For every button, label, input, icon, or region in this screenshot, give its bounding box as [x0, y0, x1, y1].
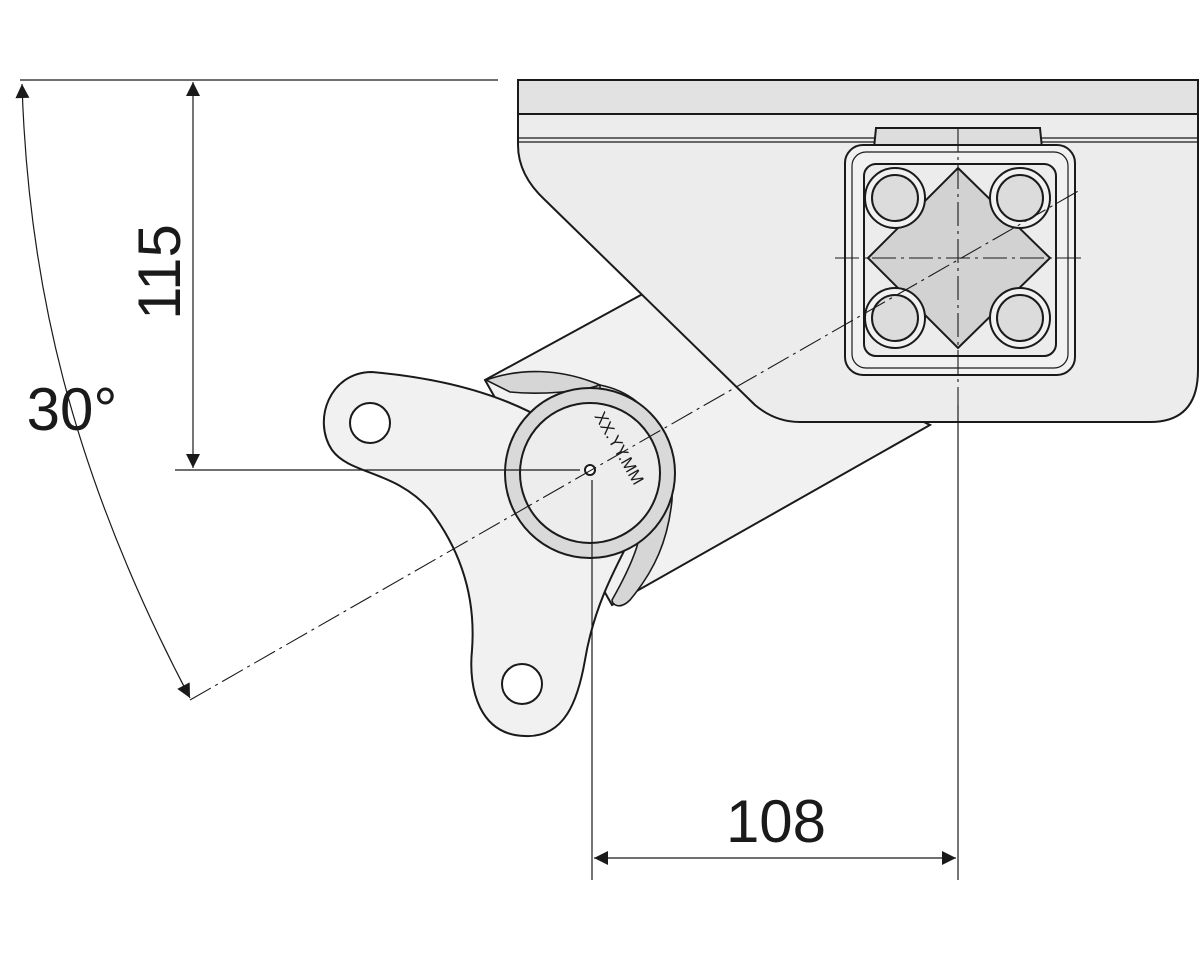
height-dimension: 115 — [126, 82, 200, 468]
mounting-hole-upper — [349, 402, 391, 444]
bearing-balls — [864, 167, 1051, 349]
width-dimension: 108 — [594, 788, 956, 865]
center-lines — [189, 128, 1085, 701]
square-socket — [844, 127, 1076, 376]
mounting-hole-lower — [501, 663, 543, 705]
round-pivot: XX.YY.MM — [504, 387, 676, 559]
extension-lines — [20, 79, 959, 880]
height-dimension-value: 115 — [126, 224, 193, 320]
angle-dimension: 30° — [15, 83, 191, 699]
pivot-center-mark — [584, 464, 596, 476]
angle-dimension-value: 30° — [27, 376, 118, 443]
width-dimension-value: 108 — [726, 788, 826, 855]
